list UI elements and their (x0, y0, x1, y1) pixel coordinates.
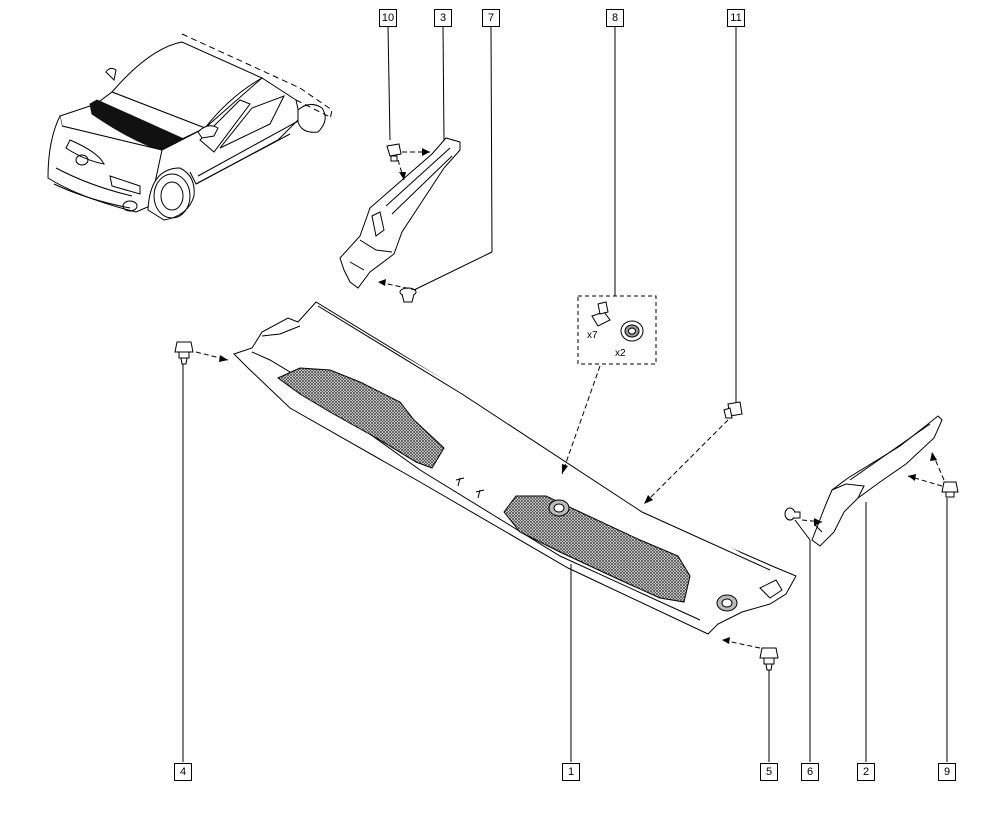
scuttle-panel (233, 301, 797, 635)
car-overview-illustration (47, 33, 333, 221)
callout-2: 2 (857, 763, 875, 781)
qty-grommets: x2 (615, 348, 626, 359)
clip-10 (386, 143, 402, 162)
clip-9 (941, 481, 959, 498)
callout-1: 1 (562, 763, 580, 781)
kit-box-8 (577, 295, 657, 365)
callout-7: 7 (482, 9, 500, 27)
plug-7 (399, 287, 417, 303)
grommet-kit-icon (620, 320, 644, 342)
callout-10: 10 (379, 9, 397, 27)
clip-4 (174, 341, 194, 365)
qty-clips: x7 (587, 330, 598, 341)
clip-5 (759, 647, 779, 671)
callout-11: 11 (727, 9, 745, 27)
callout-5: 5 (760, 763, 778, 781)
plug-6 (784, 507, 801, 521)
callout-9: 9 (938, 763, 956, 781)
callout-8: 8 (606, 9, 624, 27)
callout-4: 4 (174, 763, 192, 781)
callout-3: 3 (434, 9, 452, 27)
left-corner-trim (339, 137, 461, 289)
arrow-heads (219, 148, 937, 644)
callout-6: 6 (801, 763, 819, 781)
right-corner-trim (811, 415, 943, 547)
clip-kit-icon (591, 301, 611, 327)
leader-lines (182, 26, 948, 762)
clip-11 (723, 401, 743, 419)
